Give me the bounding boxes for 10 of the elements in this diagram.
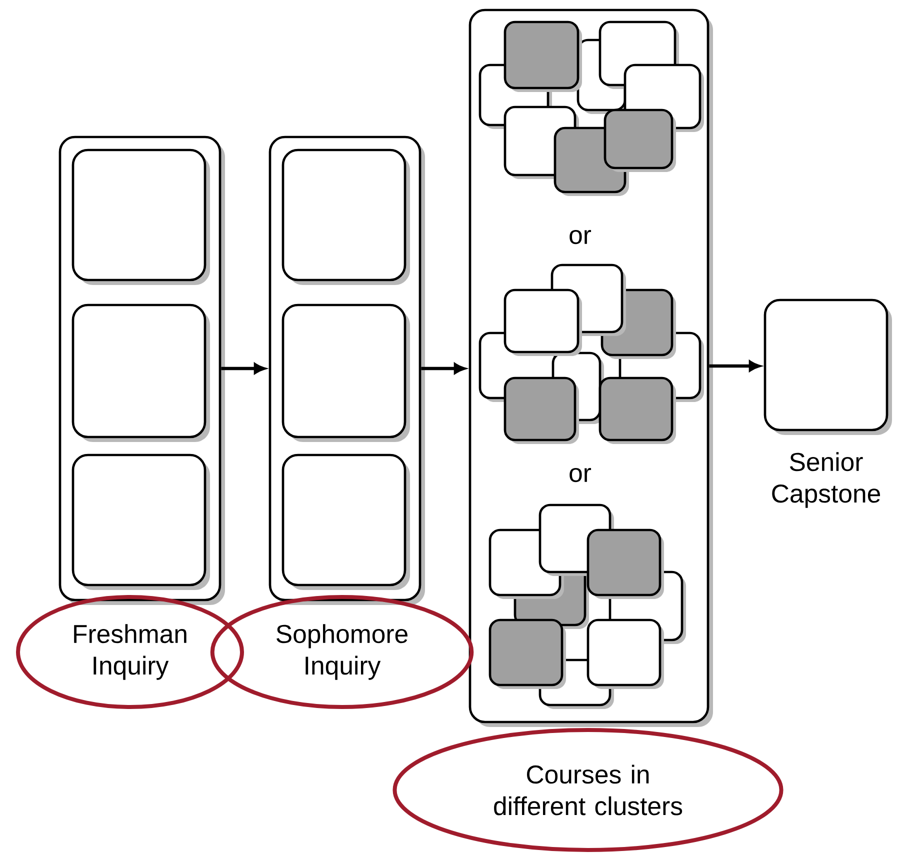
or-label: or: [570, 468, 592, 482]
course-box: [282, 148, 410, 285]
course-box: [72, 304, 210, 442]
course-box: [72, 454, 210, 590]
or-label: or: [570, 230, 592, 244]
course-box: [282, 304, 410, 442]
course-box: Senior Capstone: [764, 298, 892, 508]
course-box: [72, 148, 210, 285]
course-box: [282, 454, 410, 590]
node-label: Senior Capstone: [772, 452, 880, 508]
